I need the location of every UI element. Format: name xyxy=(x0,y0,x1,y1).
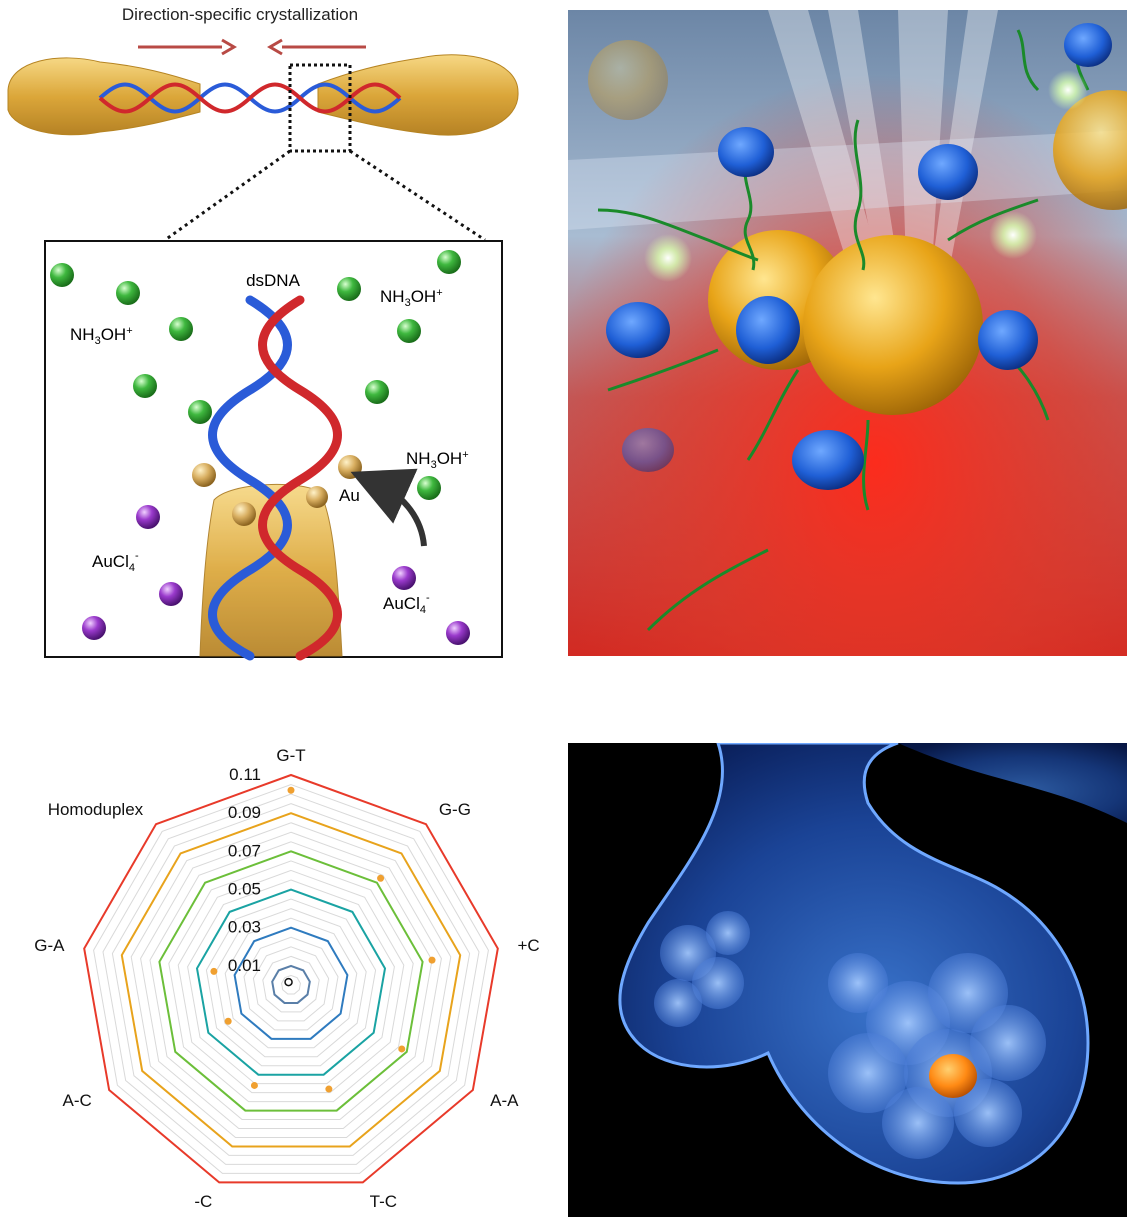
nanoparticle-svg xyxy=(568,10,1127,656)
radar-category-label: G-G xyxy=(439,800,471,819)
zoom-indicator xyxy=(164,63,486,242)
radar-grid-ring xyxy=(140,831,442,1130)
radar-data-point xyxy=(377,874,385,882)
radar-data-point xyxy=(428,956,436,964)
radar-grid-ring xyxy=(168,860,414,1103)
radar-chart-svg: 0.01 0.03 0.05 0.07 0.09 0.11 G-T G-G +C A-A T-C -… xyxy=(34,746,539,1211)
label-au: Au xyxy=(339,486,360,505)
radar-data-point xyxy=(398,1045,406,1053)
radar-grid-ring xyxy=(205,898,377,1067)
crystallization-diagram: Direction-specific crystallization xyxy=(0,0,520,665)
radar-ring-labels: 0.01 0.03 0.05 0.07 0.09 0.11 xyxy=(228,765,261,975)
label-nh3oh-left: NH3OH+ xyxy=(70,325,133,347)
tumor xyxy=(929,1054,977,1098)
radar-value-ring xyxy=(233,926,349,1040)
aucl4-ions xyxy=(82,505,470,645)
radar-grid-ring xyxy=(215,908,367,1058)
breast-tumor-svg xyxy=(568,743,1127,1217)
radar-value-ring xyxy=(195,888,387,1076)
radar-grid-ring xyxy=(224,917,358,1049)
radar-value-ring xyxy=(83,773,499,1184)
radar-value-ring xyxy=(271,964,311,1004)
radar-data-point xyxy=(224,1017,232,1025)
label-aucl4-left: AuCl4- xyxy=(92,550,139,574)
label-aucl4-right: AuCl4- xyxy=(383,592,430,616)
label-nh3oh-top-right: NH3OH+ xyxy=(380,287,443,309)
radar-value-ring xyxy=(158,850,424,1112)
breast-tumor-illustration xyxy=(568,743,1127,1217)
radar-ring-label: 0.09 xyxy=(228,803,261,822)
radar-grid-ring xyxy=(252,946,330,1022)
radar-rings xyxy=(83,773,499,1184)
proteins xyxy=(606,23,1112,490)
radar-category-label: A-C xyxy=(63,1091,92,1110)
radar-category-label: -C xyxy=(194,1192,212,1211)
direction-arrows xyxy=(138,38,366,56)
radar-grid-ring xyxy=(130,822,452,1138)
radar-ring-label: 0.01 xyxy=(228,956,261,975)
radar-category-label: Homoduplex xyxy=(48,800,144,819)
radar-data-point xyxy=(287,786,295,794)
radar-chart: 0.01 0.03 0.05 0.07 0.09 0.11 G-T G-G +C A-A T-C -… xyxy=(0,745,560,1217)
radar-data-point xyxy=(325,1085,333,1093)
radar-data-point xyxy=(210,967,218,975)
radar-category-label: G-T xyxy=(276,746,305,765)
radar-grid-ring xyxy=(281,974,301,995)
panel-a-title: Direction-specific crystallization xyxy=(122,5,358,24)
radar-grid-ring xyxy=(187,879,395,1085)
label-nh3oh-right: NH3OH+ xyxy=(406,449,469,471)
radar-grid-ring xyxy=(243,936,339,1031)
vertical-dsdna xyxy=(208,295,342,661)
gold-nanoparticle-corner xyxy=(1053,90,1127,210)
gold-nanoparticle-center xyxy=(803,235,983,415)
radar-value-ring xyxy=(120,812,462,1148)
radar-ring-label: 0.11 xyxy=(229,765,261,784)
radar-category-label: T-C xyxy=(370,1192,397,1211)
gold-nanorod-pair xyxy=(7,54,519,136)
radar-grid-ring xyxy=(102,793,480,1165)
radar-ring-label: 0.07 xyxy=(228,841,261,860)
radar-ring-label: 0.03 xyxy=(228,918,261,937)
radar-category-label: G-A xyxy=(34,936,65,955)
nanoparticle-illustration xyxy=(568,10,1127,656)
radar-grid-ring xyxy=(111,803,471,1156)
nh3oh-molecules xyxy=(50,250,461,500)
label-dsdna: dsDNA xyxy=(246,271,301,290)
radar-grid-ring xyxy=(149,841,433,1121)
left-breast-lobules xyxy=(654,911,750,1027)
radar-category-labels: G-T G-G +C A-A T-C -C A-C G-A Homoduplex xyxy=(34,746,539,1211)
reduction-arrow xyxy=(350,468,427,547)
radar-ring-label: 0.05 xyxy=(228,880,261,899)
gold-crystal xyxy=(199,484,343,657)
radar-grid-ring xyxy=(262,955,320,1013)
dna-strands xyxy=(597,28,1090,632)
radar-category-label: +C xyxy=(518,936,540,955)
radar-category-label: A-A xyxy=(490,1091,519,1110)
radar-data-point xyxy=(284,977,293,987)
radar-data-points xyxy=(210,786,436,1093)
radar-grid-ring xyxy=(177,869,405,1094)
crystallization-svg: Direction-specific crystallization xyxy=(7,5,519,661)
radar-grid-ring xyxy=(93,784,489,1174)
radar-data-point xyxy=(250,1081,258,1089)
